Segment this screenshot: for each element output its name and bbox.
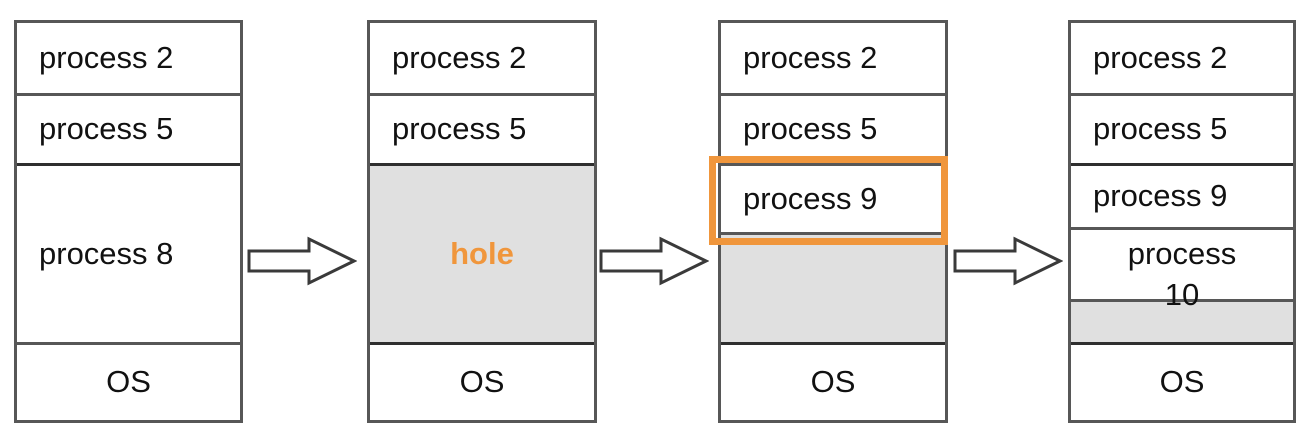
memory-region-process-5: process 5 <box>17 96 240 166</box>
memory-region-process-2: process 2 <box>17 23 240 96</box>
memory-region-process-9: process 9 <box>721 166 945 235</box>
memory-region-process-2: process 2 <box>370 23 594 96</box>
memory-region-label: process <box>1127 236 1237 271</box>
memory-region-process-2: process 2 <box>1071 23 1293 96</box>
memory-region-process-5: process 5 <box>370 96 594 166</box>
memory-region-label: OS <box>106 364 151 400</box>
right-arrow-icon <box>953 236 1063 286</box>
memory-region-hole <box>1071 302 1293 345</box>
memory-region-label: process 5 <box>392 111 527 147</box>
memory-block-1: process 2 process 5 process 8 OS <box>14 20 243 423</box>
memory-region-label: process 2 <box>392 39 527 75</box>
memory-region-label: process 9 <box>743 180 878 216</box>
memory-region-process-5: process 5 <box>721 96 945 166</box>
memory-region-process-2: process 2 <box>721 23 945 96</box>
memory-block-3: process 2 process 5 process 9 OS <box>718 20 948 423</box>
memory-region-label: process 5 <box>39 111 174 147</box>
hole-label: hole <box>450 235 514 271</box>
right-arrow-icon <box>599 236 709 286</box>
memory-region-os: OS <box>721 345 945 420</box>
memory-region-process-8: process 8 <box>17 166 240 345</box>
memory-block-4: process 2 process 5 process 9 process 10… <box>1068 20 1296 423</box>
memory-region-label: OS <box>1159 364 1205 400</box>
memory-block-2: process 2 process 5 hole OS <box>367 20 597 423</box>
right-arrow-icon <box>247 236 357 286</box>
memory-region-os: OS <box>370 345 594 420</box>
memory-region-process-10: process <box>1071 230 1293 302</box>
memory-region-label: process 5 <box>743 111 878 147</box>
memory-region-process-9: process 9 <box>1071 166 1293 230</box>
process-9-highlight <box>709 156 948 245</box>
memory-region-process-5: process 5 <box>1071 96 1293 166</box>
memory-region-label: process 2 <box>39 39 174 75</box>
memory-region-label: process 8 <box>39 235 174 271</box>
memory-region-label: process 9 <box>1093 178 1228 214</box>
memory-region-hole <box>721 235 945 345</box>
memory-region-label: OS <box>810 364 856 400</box>
memory-region-label: OS <box>459 364 505 400</box>
memory-region-label: process 2 <box>743 39 878 75</box>
memory-region-label: process 5 <box>1093 111 1228 147</box>
memory-region-os: OS <box>1071 345 1293 420</box>
memory-region-os: OS <box>17 345 240 420</box>
memory-region-hole: hole <box>370 166 594 345</box>
memory-region-label: process 2 <box>1093 39 1228 75</box>
